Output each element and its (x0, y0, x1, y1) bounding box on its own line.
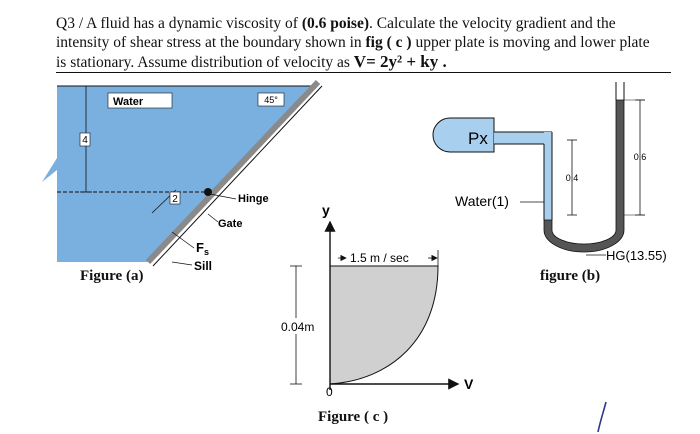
hinge-point (204, 188, 212, 196)
water-label: Water (113, 96, 144, 108)
velocity-profile (329, 265, 439, 385)
dimension-4: 4 (82, 135, 88, 146)
origin-label: 0 (326, 385, 333, 399)
sill-label: Sill (194, 259, 212, 273)
inclined-wall (145, 79, 321, 265)
fs-label: Fs (196, 240, 209, 257)
dimension-2: 2 (172, 194, 178, 205)
figure-a-caption: Figure (a) (80, 268, 144, 284)
dim-0-4: 0.4 (566, 173, 579, 183)
height-label: 0.04m (281, 320, 314, 334)
figure-a: 4 2 Water 45° Hinge Gate Fs Sill (42, 79, 323, 273)
y-axis-label: y (322, 202, 330, 218)
dim-0-6: 0.6 (634, 152, 647, 162)
question-line-1: Q3 / A fluid has a dynamic viscosity of … (56, 15, 616, 32)
velocity-label: 1.5 m / sec (350, 251, 409, 265)
hinge-label: Hinge (238, 193, 269, 205)
velocity-equation: V= 2y² + ky . (353, 52, 447, 71)
v-axis-label: V (464, 376, 474, 392)
question-line-2: intensity of shear stress at the boundar… (56, 34, 650, 51)
mercury-label: HG(13.55) (606, 248, 667, 263)
water-body (42, 86, 310, 262)
viscosity-value: (0.6 poise) (301, 15, 369, 32)
handwritten-mark (597, 401, 607, 433)
figure-c: y V 0 1.5 m / sec 0.04m (280, 202, 474, 399)
water1-label: Water(1) (455, 193, 509, 209)
figure-c-caption: Figure ( c ) (318, 409, 389, 425)
question-line-3: is stationary. Assume distribution of ve… (56, 52, 671, 73)
px-vessel (432, 117, 495, 153)
mercury-u-tube (543, 99, 625, 253)
figure-reference: fig ( c ) (365, 34, 412, 51)
figure-b-caption: figure (b) (540, 268, 601, 284)
px-label: Px (468, 129, 488, 148)
figure-b: Px 0.6 0.4 Water(1) (432, 82, 667, 263)
gate-label: Gate (218, 218, 242, 230)
angle-label: 45° (264, 95, 278, 105)
question-text: Q3 / A fluid has a dynamic viscosity of … (56, 14, 676, 73)
